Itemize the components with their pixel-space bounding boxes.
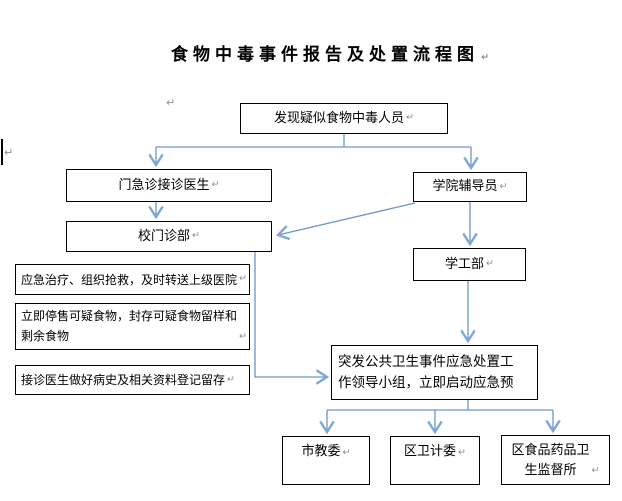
node-label: 学院辅导员 [432, 179, 498, 195]
node-label: 发现疑似食物中毒人员 [274, 110, 405, 126]
node-er-doctor: 门急诊接诊医生↵ [66, 169, 272, 202]
connector-clinic-to-group [254, 252, 330, 385]
node-label: 市教委 [301, 444, 341, 459]
node-school-clinic: 校门诊部↵ [66, 221, 272, 252]
left-margin-cursor [1, 139, 3, 165]
node-label: 校门诊部 [138, 228, 191, 244]
paragraph-return-mark: ↵ [481, 52, 489, 63]
node-student-affairs-dept: 学工部↵ [413, 248, 526, 281]
node-district-health-committee: 区卫计委↵ [390, 436, 480, 485]
node-label: 学工部 [445, 256, 485, 272]
node-label: 应急治疗、组织抢救，及时转送上级医院 [21, 272, 238, 287]
node-label: 区卫计委 [404, 444, 457, 459]
paragraph-return-mark: ↵ [406, 112, 414, 124]
paragraph-return-mark: ↵ [458, 447, 466, 458]
node-label: 接诊医生做好病史及相关资料登记留存 [21, 373, 226, 387]
node-stop-sale-seal-food: 立即停售可疑食物，封存可疑食物留样和 剩余食物↵ [15, 303, 250, 350]
node-label: 突发公共卫生事件应急处置工 作领导小组，立即启动应急预 [338, 353, 514, 391]
node-label: 区食品药品卫 生监督所 [511, 443, 590, 478]
node-college-counselor: 学院辅导员↵ [413, 172, 527, 202]
paragraph-return-mark: ↵ [239, 331, 247, 343]
paragraph-return-mark: ↵ [239, 273, 247, 285]
node-district-fda-office: 区食品药品卫 生监督所↵ [501, 435, 610, 485]
node-label: 门急诊接诊医生 [118, 177, 210, 193]
paragraph-return-mark: ↵ [211, 179, 220, 191]
flowchart-title: 食物中毒事件报告及处置流程图↵ [171, 40, 489, 65]
paragraph-return-mark: ↵ [166, 96, 176, 109]
node-emergency-leading-group: 突发公共卫生事件应急处置工 作领导小组，立即启动应急预 [331, 345, 538, 400]
paragraph-return-mark: ↵ [192, 230, 200, 242]
node-register-medical-history: 接诊医生做好病史及相关资料登记留存↵ [15, 365, 250, 395]
node-emergency-treatment: 应急治疗、组织抢救，及时转送上级医院↵ [15, 264, 250, 295]
paragraph-return-mark: ↵ [342, 447, 351, 458]
connector-counselor-to-clinic [275, 202, 416, 241]
flowchart-title-text: 食物中毒事件报告及处置流程图 [171, 45, 479, 65]
node-municipal-education-committee: 市教委↵ [282, 436, 370, 485]
paragraph-return-mark: ↵ [591, 464, 600, 476]
paragraph-return-mark: ↵ [4, 146, 14, 159]
paragraph-return-mark: ↵ [486, 258, 494, 270]
paragraph-return-mark: ↵ [499, 180, 508, 192]
node-discover-suspected-poisoning: 发现疑似食物中毒人员↵ [240, 103, 448, 134]
paragraph-return-mark: ↵ [227, 373, 235, 385]
node-label: 立即停售可疑食物，封存可疑食物留样和 剩余食物 [21, 308, 238, 343]
